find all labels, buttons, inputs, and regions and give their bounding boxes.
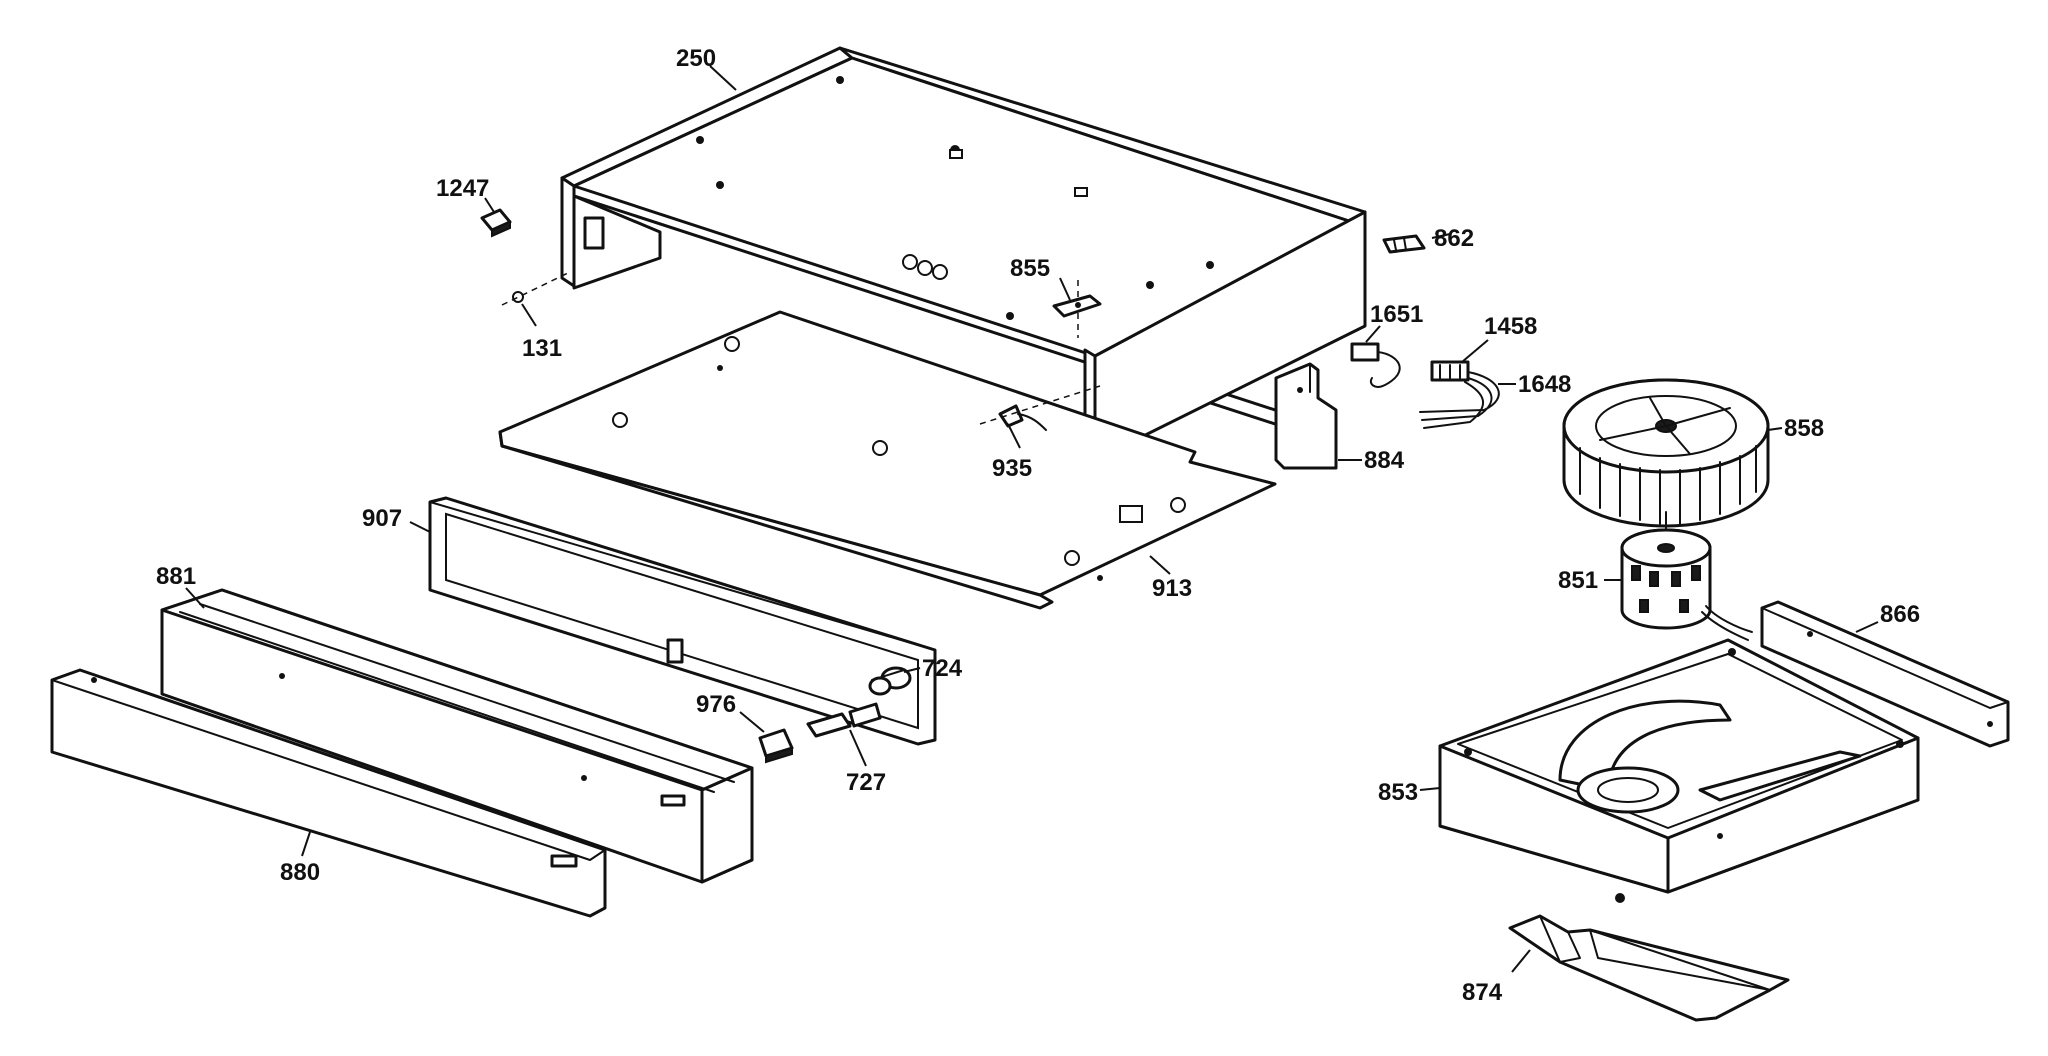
callout-131: 131 [522,335,562,362]
part-724-knob [868,666,912,696]
callout-874: 874 [1462,979,1503,1006]
callout-851: 851 [1558,567,1598,594]
part-1458-connector [1430,360,1470,382]
part-976-clip [758,728,794,764]
callout-866: 866 [1880,601,1920,628]
callout-907: 907 [362,505,402,532]
part-880-trim [50,668,607,918]
callout-862: 862 [1434,225,1474,252]
part-855-bracket [1052,280,1102,338]
callout-250: 250 [676,45,716,72]
part-881-panel [160,588,754,884]
part-1247-clip [480,208,512,238]
callout-858: 858 [1784,415,1824,442]
callout-724: 724 [922,655,963,682]
callout-1651: 1651 [1370,301,1423,328]
callout-1648: 1648 [1518,371,1571,398]
callout-881: 881 [156,563,196,590]
callout-853: 853 [1378,779,1418,806]
part-1648-wires [1419,371,1500,429]
callout-855: 855 [1010,255,1050,282]
callout-880: 880 [280,859,320,886]
part-862-bushing [1382,234,1426,254]
callout-1458: 1458 [1484,313,1537,340]
part-1651-harness [1350,342,1401,388]
part-851-motor [1620,511,1753,641]
callout-976: 976 [696,691,736,718]
part-907-frame [428,496,937,746]
callout-727: 727 [846,769,886,796]
part-913-bottom-panel [498,310,1277,610]
part-884-shield [1274,362,1338,470]
part-250-housing [560,46,1367,462]
part-874-duct [1508,914,1790,1022]
callout-913: 913 [1152,575,1192,602]
part-858-blower-wheel [1562,378,1770,528]
callout-labels: 250 1247 131 855 862 1651 1458 1648 935 … [156,45,1920,1006]
callout-1247: 1247 [436,175,489,202]
part-131-screw [501,271,571,306]
part-727-bracket [806,702,882,738]
part-866-channel [1760,600,2010,748]
callout-935: 935 [992,455,1032,482]
part-935-switch [979,385,1101,431]
callout-884: 884 [1364,447,1405,474]
part-853-fan-housing [1438,638,1920,903]
callout-leaders [185,65,1879,973]
